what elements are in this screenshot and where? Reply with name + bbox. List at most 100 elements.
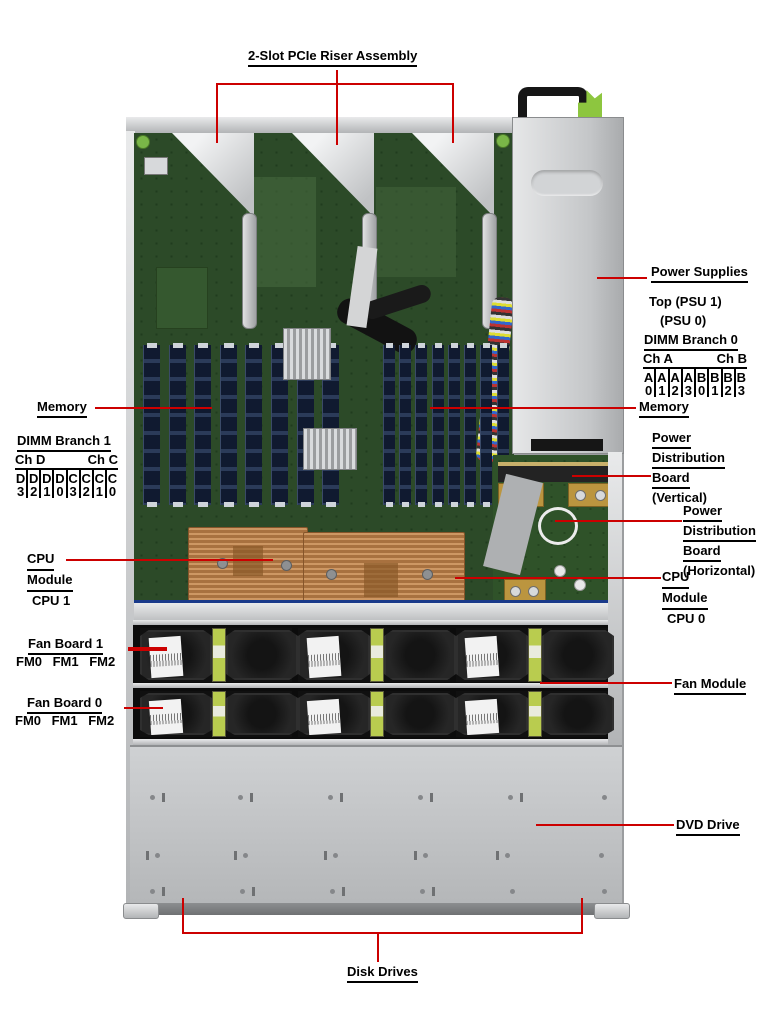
fan — [298, 630, 370, 680]
fan-board1-modules: FM0 FM1 FM2 — [16, 654, 116, 669]
fan-latch-strip — [212, 628, 226, 682]
disk-drives-label: Disk Drives — [347, 964, 418, 983]
dimm-slot — [383, 343, 395, 507]
callout-riser-drop-left — [216, 83, 218, 143]
dimm-slot — [448, 343, 460, 507]
callout-cpu1 — [66, 559, 273, 561]
callout-memory-left — [95, 407, 212, 409]
fan — [226, 630, 298, 680]
power-supplies-label: Power Supplies — [651, 264, 748, 283]
cpu1-heatsink — [188, 527, 308, 605]
fan-rail — [133, 620, 617, 625]
fan-module — [140, 628, 298, 682]
dimm-slot — [415, 343, 427, 507]
callout-pdb-vertical — [572, 475, 651, 477]
cpu1-label: CPU Module CPU 1 — [27, 551, 73, 608]
fan-label-sticker — [148, 698, 184, 735]
chassis-bottom-edge — [126, 903, 624, 915]
psu-connector — [531, 439, 603, 451]
cpu-die-patch — [233, 546, 263, 576]
pcie-riser-rail-1 — [242, 213, 257, 329]
fan-latch-strip — [528, 691, 542, 737]
cpu0-label: CPU Module CPU 0 — [662, 569, 708, 626]
callout-disk-bracket — [182, 932, 583, 934]
fan-module — [298, 691, 456, 737]
pdb-vertical-board — [498, 462, 612, 482]
bus-bar-pad — [568, 483, 614, 507]
fan-label-sticker — [306, 698, 342, 735]
riser-label: 2-Slot PCIe Riser Assembly — [248, 48, 418, 67]
fan-module-label: Fan Module — [674, 676, 747, 695]
callout-disk-stem — [377, 932, 379, 962]
fan — [456, 630, 528, 680]
fan-rail — [133, 683, 617, 688]
pdb-vertical-label: Power Distribution Board (Vertical) — [652, 430, 725, 505]
fan — [384, 630, 456, 680]
callout-fan-module — [540, 682, 672, 684]
dimm-slot — [432, 343, 444, 507]
wire-loop-white — [538, 507, 578, 545]
chipset-heatsink — [303, 428, 357, 470]
dimm-slot — [143, 343, 160, 507]
callout-disk-left — [182, 898, 184, 934]
callout-dvd-drive — [536, 824, 674, 826]
callout-memory-right — [430, 407, 636, 409]
dimm-slot — [464, 343, 476, 507]
fan — [226, 693, 298, 735]
fan-board0-modules: FM0 FM1 FM2 — [15, 713, 115, 728]
callout-fan-board1 — [128, 647, 167, 651]
dvd-disk-panel — [130, 745, 622, 907]
fan — [140, 630, 212, 680]
bus-bar-pad — [504, 579, 546, 603]
fan-rail — [133, 739, 617, 745]
ch-d-header: Ch D — [15, 452, 46, 467]
fan-module — [456, 691, 614, 737]
cpu-die-patch — [364, 563, 398, 597]
callout-riser-drop-right — [452, 83, 454, 143]
dimm-branch0-title: DIMM Branch 0 — [644, 332, 738, 351]
ch-b-header: Ch B — [716, 351, 747, 366]
power-supply-unit — [512, 117, 624, 454]
chassis-left-wall — [126, 131, 135, 903]
board-component — [156, 267, 208, 329]
server-top-view-photo — [123, 87, 630, 919]
fan — [542, 630, 614, 680]
dimm-slot — [245, 343, 262, 507]
psu-top-label: Top (PSU 1) — [649, 294, 722, 309]
fan-module — [140, 691, 298, 737]
psu-grip-indent — [531, 170, 603, 196]
fan — [384, 693, 456, 735]
callout-pdb-horizontal — [555, 520, 682, 522]
green-thumbscrew — [136, 135, 150, 149]
fan-board1-label: Fan Board 1 — [28, 636, 104, 655]
fan — [140, 693, 212, 735]
fan-label-sticker — [464, 635, 500, 679]
fan — [456, 693, 528, 735]
dimm-slot — [271, 343, 288, 507]
chassis-foot — [594, 903, 630, 919]
dimm-slot — [480, 343, 492, 507]
dimm-slot — [169, 343, 186, 507]
fan-label-sticker — [148, 635, 184, 679]
board-component — [246, 177, 316, 287]
fan-label-sticker — [464, 698, 500, 735]
fan-label-sticker — [306, 635, 342, 679]
memory-right-label: Memory — [639, 399, 689, 418]
fan-module — [298, 628, 456, 682]
fan-latch-strip — [528, 628, 542, 682]
dimm-branch1-title: DIMM Branch 1 — [17, 433, 111, 452]
